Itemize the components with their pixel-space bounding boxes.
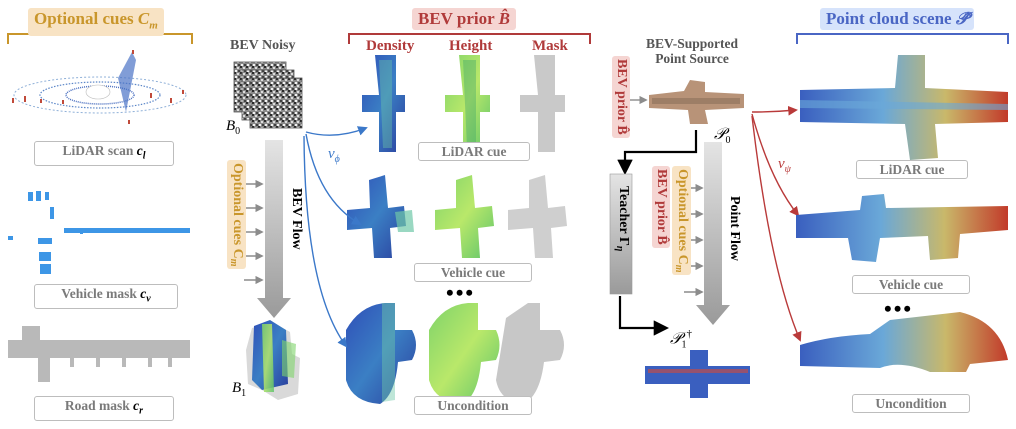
bev-noisy-title: BEV Noisy <box>230 38 296 53</box>
col-density: Density <box>366 38 415 54</box>
point-source-optional-cues-text: Optional cues C <box>674 169 690 265</box>
road-mask-label-text: Road mask <box>64 398 130 413</box>
optional-cues-symbol: C <box>137 9 150 28</box>
lidar-scan-label: LiDAR scan cl <box>34 141 174 166</box>
p0-sub: 0 <box>725 135 731 147</box>
p1-map <box>645 350 750 398</box>
optional-cues-title: Optional cues Cm <box>28 8 164 37</box>
b0-label: B0 <box>226 118 240 137</box>
v-psi-symbol: v <box>778 156 785 172</box>
cloud-row-vehicle: Vehicle cue <box>852 275 970 294</box>
bev-flow-arrow <box>257 140 291 318</box>
v-phi-sub: ϕ <box>334 154 340 165</box>
teacher-label: Teacher Γη <box>614 186 631 251</box>
point-cloud-symbol: 𝒫̂ <box>955 9 969 28</box>
v-psi-label: vψ <box>778 156 791 175</box>
teacher-box <box>609 173 633 295</box>
vehicle-mask-label-text: Vehicle mask <box>61 286 137 301</box>
lidar-scan-symbol: c <box>136 143 143 158</box>
vehicle-mask-label: Vehicle mask cv <box>34 284 178 309</box>
p1-symbol: 𝒫 <box>670 330 682 348</box>
prior-row-vehicle: Vehicle cue <box>414 263 532 282</box>
density-uncond-map <box>346 303 416 404</box>
p1-sup: † <box>686 328 693 340</box>
b0-symbol: B <box>226 118 236 134</box>
mask-lidar-map <box>520 55 565 152</box>
point-cloud-title-text: Point cloud scene <box>826 9 952 28</box>
density-vehicle-map <box>347 175 414 258</box>
lidar-scan-sub: l <box>142 150 146 162</box>
cloud-vehicle-map <box>796 194 1008 262</box>
bev-prior-title-text: BEV prior <box>418 9 495 28</box>
cloud-lidar-map <box>800 55 1008 160</box>
optional-cues-title-text: Optional cues <box>34 9 134 28</box>
lidar-scan-image <box>12 50 187 124</box>
road-mask-image <box>8 326 190 382</box>
mask-uncond-map <box>496 303 564 404</box>
bev-prior-bracket <box>348 33 591 44</box>
teacher-label-text: Teacher Γ <box>615 186 631 246</box>
bev-prior-title: BEV prior B̂ <box>412 8 516 30</box>
road-mask-label: Road mask cr <box>34 396 174 421</box>
point-source-title: BEV-Supported Point Source <box>640 36 744 66</box>
prior-row-lidar: LiDAR cue <box>418 142 530 161</box>
b1-symbol: B <box>232 380 242 396</box>
cloud-row-uncond: Uncondition <box>852 394 970 413</box>
road-mask-sub: r <box>139 405 144 417</box>
prior-row-uncond: Uncondition <box>414 396 532 415</box>
point-cloud-bracket <box>796 33 1009 44</box>
point-flow-arrow <box>696 142 730 325</box>
b0-sub: 0 <box>235 126 241 137</box>
point-cloud-title: Point cloud scene 𝒫̂ <box>820 8 975 30</box>
teacher-label-sub: η <box>614 245 625 252</box>
mask-vehicle-map <box>508 175 567 258</box>
height-uncond-map <box>429 303 500 404</box>
bev-prior-symbol: B̂ <box>498 9 510 28</box>
bev-noisy-optional-cues: Optional cues Cm <box>227 160 246 270</box>
point-flow-label: Point Flow <box>727 196 742 261</box>
v-psi-sub: ψ <box>784 164 791 175</box>
height-vehicle-map <box>435 175 494 258</box>
b1-map <box>246 320 300 400</box>
point-source-optional-cues-sub: m <box>673 264 684 273</box>
prior-ellipsis: ••• <box>446 280 476 305</box>
vehicle-mask-symbol: c <box>140 286 147 301</box>
point-source-prior-vertical: BEV prior B̂ <box>612 56 630 138</box>
point-source-prior-vertical-2: BEV prior B̂ <box>652 166 670 248</box>
road-mask-symbol: c <box>133 398 140 413</box>
density-lidar-map <box>362 55 405 152</box>
bev-flow-label: BEV Flow <box>289 188 304 250</box>
lidar-scan-label-text: LiDAR scan <box>62 143 134 158</box>
noise-stack <box>233 61 303 129</box>
point-source-optional-cues: Optional cues Cm <box>672 166 691 276</box>
p1-sub: 1 <box>681 339 687 351</box>
point-source-title-line2: Point Source <box>655 51 729 66</box>
p1-label: 𝒫1† <box>670 328 692 351</box>
p0-label: 𝒫0 <box>714 126 731 146</box>
vehicle-mask-image <box>8 191 190 274</box>
v-phi-label: vϕ <box>328 146 340 165</box>
cloud-uncond-map <box>800 312 1008 372</box>
vehicle-mask-sub: v <box>146 293 151 305</box>
b1-sub: 1 <box>241 388 247 399</box>
p0-symbol: 𝒫 <box>714 126 726 143</box>
col-height: Height <box>449 38 493 54</box>
height-lidar-map <box>445 55 490 152</box>
point-source-title-line1: BEV-Supported <box>645 36 739 51</box>
bev-noisy-optional-cues-sub: m <box>228 258 239 267</box>
bev-noisy-optional-cues-text: Optional cues C <box>229 163 245 259</box>
col-mask: Mask <box>532 38 568 54</box>
bev-prior-thumb <box>649 80 744 124</box>
b1-label: B1 <box>232 380 246 399</box>
cloud-ellipsis: ••• <box>884 296 914 321</box>
cloud-row-lidar: LiDAR cue <box>856 160 968 179</box>
v-phi-symbol: v <box>328 146 335 162</box>
optional-cues-symbol-sub: m <box>149 19 158 32</box>
